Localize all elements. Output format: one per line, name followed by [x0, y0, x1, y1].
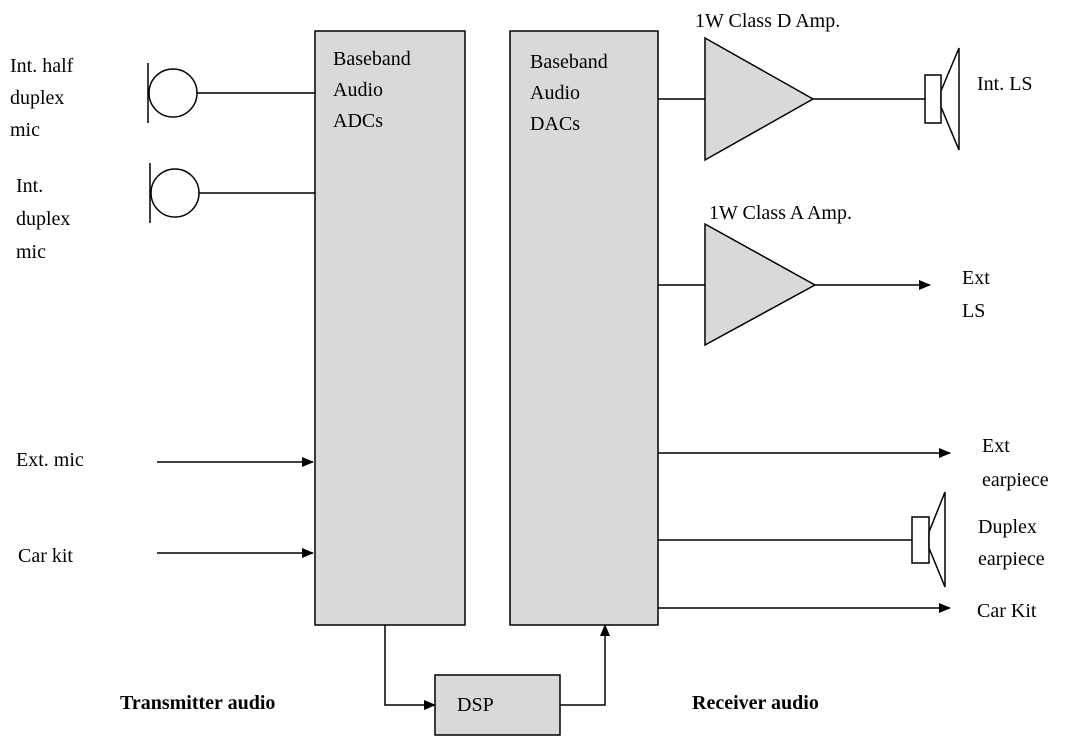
adc-label-line-2: Audio [333, 79, 383, 101]
ext-ls-label-1: Ext [962, 267, 990, 289]
class-a-amp-triangle [704, 222, 817, 347]
adc-block: Baseband Audio ADCs [314, 30, 466, 626]
adc-label-line-3: ADCs [333, 110, 383, 132]
int-ls-label: Int. LS [977, 73, 1033, 95]
adc-label-line-1: Baseband [333, 48, 411, 70]
class-d-amp-label: 1W Class D Amp. [695, 10, 840, 32]
dsp-label: DSP [457, 694, 494, 716]
duplex-mic-label-1: Int. [16, 175, 43, 197]
duplex-mic-icon [149, 163, 315, 223]
car-kit-in-label: Car kit [18, 545, 73, 567]
ext-earpiece-label-1: Ext [982, 435, 1010, 457]
class-d-amp-triangle [704, 36, 815, 162]
transmitter-audio-label: Transmitter audio [120, 692, 275, 714]
duplex-earpiece-label-1: Duplex [978, 516, 1037, 538]
duplex-mic-label-3: mic [16, 241, 46, 263]
ext-ls-label-2: LS [962, 300, 985, 322]
ext-earpiece-label-2: earpiece [982, 469, 1049, 491]
dac-label-line-1: Baseband [530, 51, 608, 73]
dac-label-line-3: DACs [530, 113, 580, 135]
duplex-earpiece-speaker-icon [911, 491, 946, 588]
ext-mic-label: Ext. mic [16, 449, 84, 471]
duplex-mic-label-2: duplex [16, 208, 70, 230]
half-duplex-mic-label-1: Int. half [10, 55, 74, 77]
class-a-amp-label: 1W Class A Amp. [709, 202, 852, 224]
dac-block: Baseband Audio DACs [509, 30, 659, 626]
int-ls-speaker-icon [924, 47, 960, 151]
half-duplex-mic-label-2: duplex [10, 87, 64, 109]
dsp-block: DSP [434, 674, 561, 736]
dsp-to-dac-arrow [560, 624, 610, 706]
adc-to-dsp-arrow [384, 625, 436, 710]
half-duplex-mic-icon [147, 63, 315, 123]
duplex-earpiece-label-2: earpiece [978, 548, 1045, 570]
receiver-audio-label: Receiver audio [692, 692, 819, 714]
dac-label-line-2: Audio [530, 82, 580, 104]
car-kit-out-label: Car Kit [977, 600, 1037, 622]
half-duplex-mic-label-3: mic [10, 119, 40, 141]
